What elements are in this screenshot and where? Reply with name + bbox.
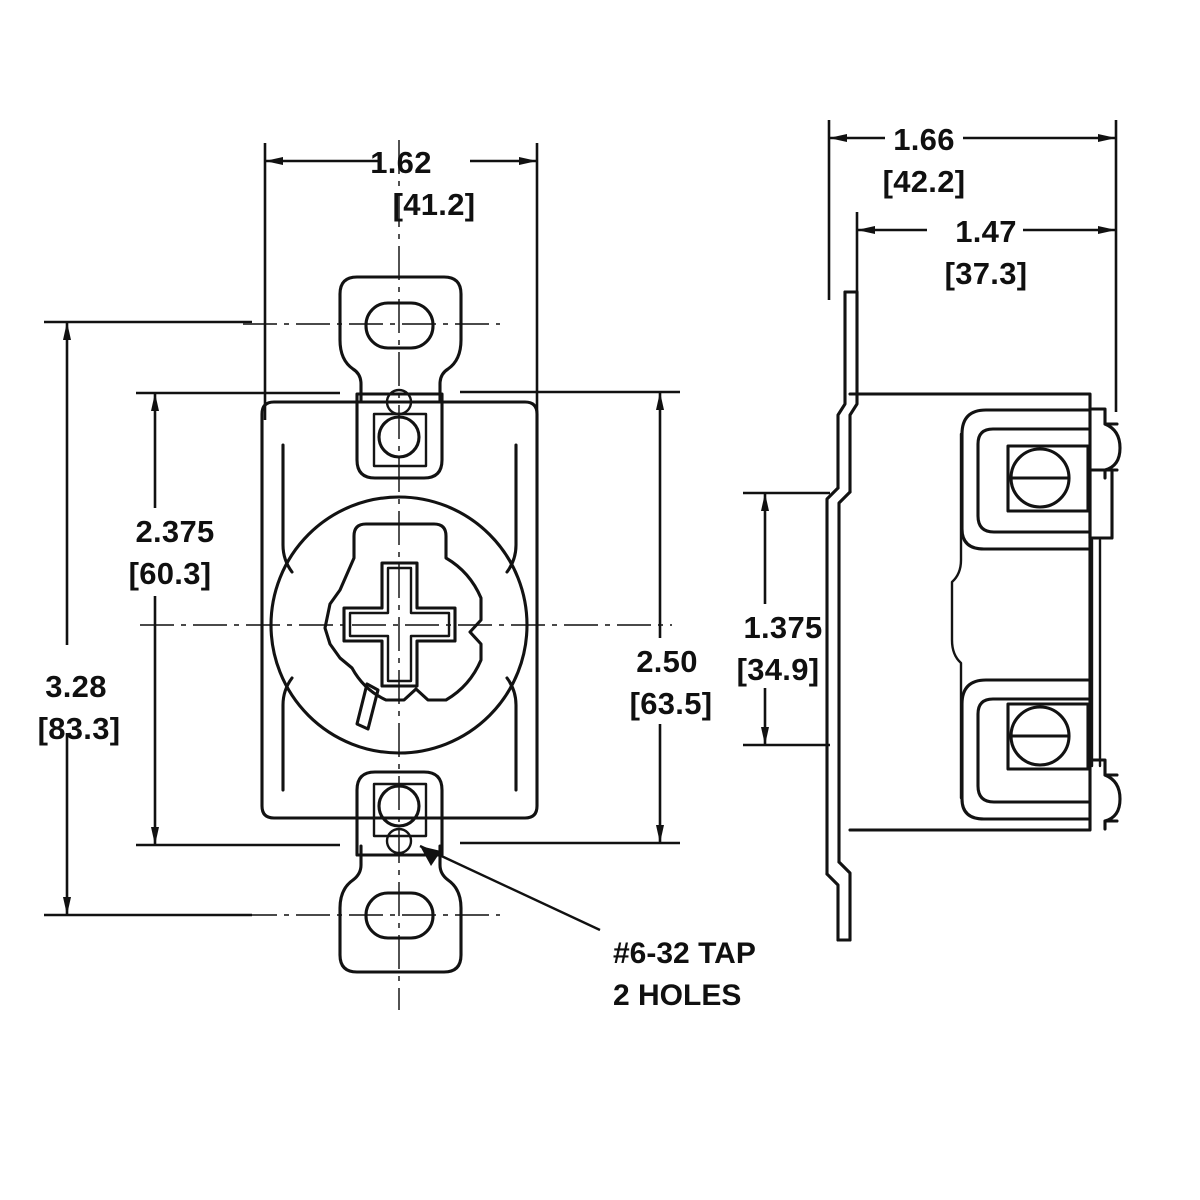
hub-right-upper-edge	[505, 443, 518, 574]
receptacle-face-circle	[269, 495, 529, 755]
side-strap-upper-left	[836, 290, 847, 490]
cross-keyway-inner	[348, 566, 451, 683]
hub-left-lower-edge	[281, 676, 294, 792]
dim-side-body-depth-value-in: 1.47	[955, 214, 1017, 249]
dim-side-depth-value-in: 1.66	[893, 122, 955, 157]
tap-note-leader-arrow	[420, 846, 441, 866]
upper-terminal-pocket-inner	[976, 427, 1090, 534]
side-view-geometry	[825, 290, 1122, 942]
dim-front-width-value-in: 1.62	[370, 145, 432, 180]
dim-side-body-depth-value-mm: [37.3]	[945, 256, 1028, 291]
dim-terminal-spacing-value-in: 1.375	[743, 610, 822, 645]
hub-right-lower-edge	[505, 676, 518, 792]
bottom-tapped-hole-minor	[385, 827, 413, 855]
dim-overall-height-value-mm: [83.3]	[38, 711, 121, 746]
ground-slot	[355, 682, 380, 731]
front-view-geometry	[140, 140, 672, 1010]
bottom-tapped-hole	[377, 784, 421, 828]
side-strap-lower-right	[837, 860, 852, 942]
dim-hole-spacing-value-mm: [60.3]	[129, 556, 212, 591]
locking-face-profile	[323, 522, 483, 702]
lower-right-lug	[1088, 758, 1122, 831]
dim-hole-spacing-value-in: 2.375	[135, 514, 214, 549]
bottom-strap-left-profile	[338, 844, 363, 957]
tap-note-leader-line	[419, 844, 601, 932]
top-strap-left-profile	[338, 292, 363, 404]
side-internal-web	[950, 432, 963, 800]
top-strap-oval-hole	[364, 301, 435, 350]
upper-right-lug-base	[1088, 468, 1114, 540]
upper-right-lug	[1088, 407, 1122, 480]
hub-left-upper-edge	[281, 443, 294, 574]
dim-side-depth-value-mm: [42.2]	[883, 164, 966, 199]
bottom-screw-boss-square	[372, 782, 428, 838]
top-tapped-hole	[377, 415, 421, 459]
side-strap-mid-right	[837, 490, 852, 864]
front-view-dimensions: 1.62 [41.2] 3.28 [83.3] 2.375 [60.3] 2.5…	[38, 143, 756, 1012]
tap-note-line1: #6-32 TAP	[613, 937, 756, 970]
dim-terminal-spacing-value-mm: [34.9]	[737, 652, 820, 687]
bottom-strap-right-profile	[338, 844, 463, 974]
bottom-strap-oval-hole	[364, 891, 435, 940]
receptacle-body-outline	[260, 400, 539, 820]
dim-overall-height-value-in: 3.28	[45, 669, 107, 704]
dim-body-height-value-mm: [63.5]	[630, 686, 713, 721]
dim-front-width-value-mm: [41.2]	[393, 187, 476, 222]
cross-keyway-slot	[342, 561, 457, 688]
lower-terminal-pocket-inner	[976, 697, 1090, 804]
dim-body-height-value-in: 2.50	[636, 644, 698, 679]
lower-terminal-screw-seat	[1006, 702, 1090, 771]
side-view-dimensions: 1.66 [42.2] 1.47 [37.3] 1.375 [34.9]	[737, 120, 1118, 747]
top-tapped-hole-minor	[385, 388, 413, 416]
top-strap-right-profile	[338, 275, 463, 404]
side-strap-lower-left	[825, 872, 840, 942]
side-strap-mid-left	[825, 486, 840, 876]
side-strap-upper-right	[848, 290, 859, 494]
bottom-screw-boss	[355, 770, 444, 857]
top-screw-boss	[355, 392, 444, 480]
side-body-outline	[848, 392, 1092, 832]
tap-note-line2: 2 HOLES	[613, 979, 741, 1012]
upper-terminal-screw-seat	[1006, 444, 1090, 513]
